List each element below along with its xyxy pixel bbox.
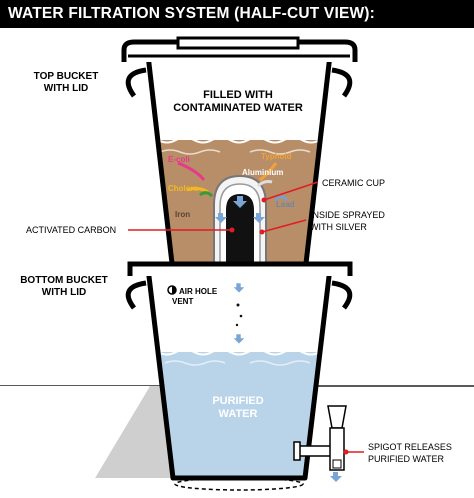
label-cholera: Cholera xyxy=(168,184,198,193)
spigot-label-1: SPIGOT RELEASES xyxy=(368,442,452,452)
purified-label-2: WATER xyxy=(219,408,258,420)
floor xyxy=(0,386,150,478)
flow-arrows xyxy=(215,196,265,223)
purified-label-1: PURIFIED xyxy=(212,395,263,407)
label-iron: Iron xyxy=(175,210,190,219)
bottom-bucket-outline xyxy=(145,267,333,481)
wave-line xyxy=(159,149,221,155)
water-surface-top xyxy=(148,136,330,144)
drop-arrows xyxy=(232,282,342,482)
water-surface-bottom xyxy=(148,348,330,356)
left-handle xyxy=(125,67,147,98)
label-ecoli: E-coli xyxy=(168,155,190,164)
diagram-title: WATER FILTRATION SYSTEM (HALF-CUT VIEW): xyxy=(8,5,376,22)
drops xyxy=(235,303,243,327)
air-hole-label-1: AIR HOLE xyxy=(179,287,218,296)
label-typhoid: Typhoid xyxy=(261,152,292,161)
bottom-lid xyxy=(127,261,353,276)
filled-label-2: CONTAMINATED WATER xyxy=(173,102,303,114)
spigot-icon xyxy=(293,405,347,471)
bottom-bucket-label-1: BOTTOM BUCKET xyxy=(20,275,108,286)
filled-label-1: FILLED WITH xyxy=(203,89,273,101)
ceramic-cup xyxy=(213,174,267,276)
pointer-lines xyxy=(128,181,364,455)
label-lead: Lead xyxy=(276,200,295,209)
inside-sprayed-label-1: INSIDE SPRAYED xyxy=(310,210,385,220)
ceramic-cup-label: CERAMIC CUP xyxy=(322,178,385,188)
air-hole-label-2: VENT xyxy=(172,297,193,306)
wave-line xyxy=(249,149,311,155)
contaminant-arrows xyxy=(177,161,289,202)
air-hole-icon xyxy=(167,285,177,295)
right-handle xyxy=(331,67,353,98)
label-aluminium: Aluminium xyxy=(242,168,283,177)
top-bucket-label-2: WITH LID xyxy=(44,83,88,94)
activated-carbon-label: ACTIVATED CARBON xyxy=(26,225,116,235)
lid-knob xyxy=(176,36,300,50)
activated-carbon-core xyxy=(226,194,254,268)
bucket-base xyxy=(174,477,304,491)
bottom-bucket-label-2: WITH LID xyxy=(42,287,86,298)
inside-sprayed-label-2: WITH SILVER xyxy=(310,222,367,232)
spigot-label-2: PURIFIED WATER xyxy=(368,454,444,464)
top-bucket-label-1: TOP BUCKET xyxy=(34,71,99,82)
title-bar: WATER FILTRATION SYSTEM (HALF-CUT VIEW): xyxy=(0,0,474,28)
